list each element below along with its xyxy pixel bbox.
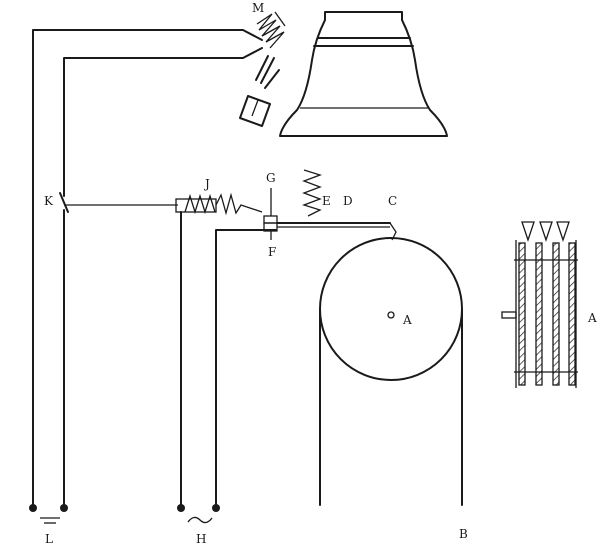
wire-outer-left — [32, 29, 263, 506]
label-j: J — [203, 177, 210, 191]
label-b: B — [459, 527, 468, 541]
wheel-side-view — [501, 221, 578, 388]
wheel-a — [319, 237, 463, 506]
label-h: H — [196, 532, 206, 546]
lever-d — [276, 222, 397, 241]
label-c: C — [388, 194, 397, 208]
label-g: G — [266, 171, 276, 185]
wire-h-to-f — [215, 229, 277, 506]
wire-inner-left — [63, 47, 263, 506]
hammer-coil-m — [255, 11, 286, 89]
label-a-side: A — [587, 311, 597, 325]
label-a-center: A — [402, 313, 412, 327]
label-m: M — [252, 1, 264, 15]
ac-source-icon — [187, 516, 213, 524]
hammer-head — [239, 95, 271, 127]
label-l: L — [45, 532, 53, 546]
switch-k — [59, 192, 178, 213]
label-d: D — [343, 194, 353, 208]
coil-j — [175, 192, 263, 506]
label-k: K — [44, 194, 54, 208]
terminal-dots — [29, 504, 220, 512]
label-f: F — [268, 245, 276, 259]
bell — [279, 11, 448, 137]
ground-symbol-icon — [40, 517, 60, 524]
spring-e — [301, 169, 323, 217]
label-e: E — [322, 194, 331, 208]
contact-g-f — [263, 188, 278, 240]
